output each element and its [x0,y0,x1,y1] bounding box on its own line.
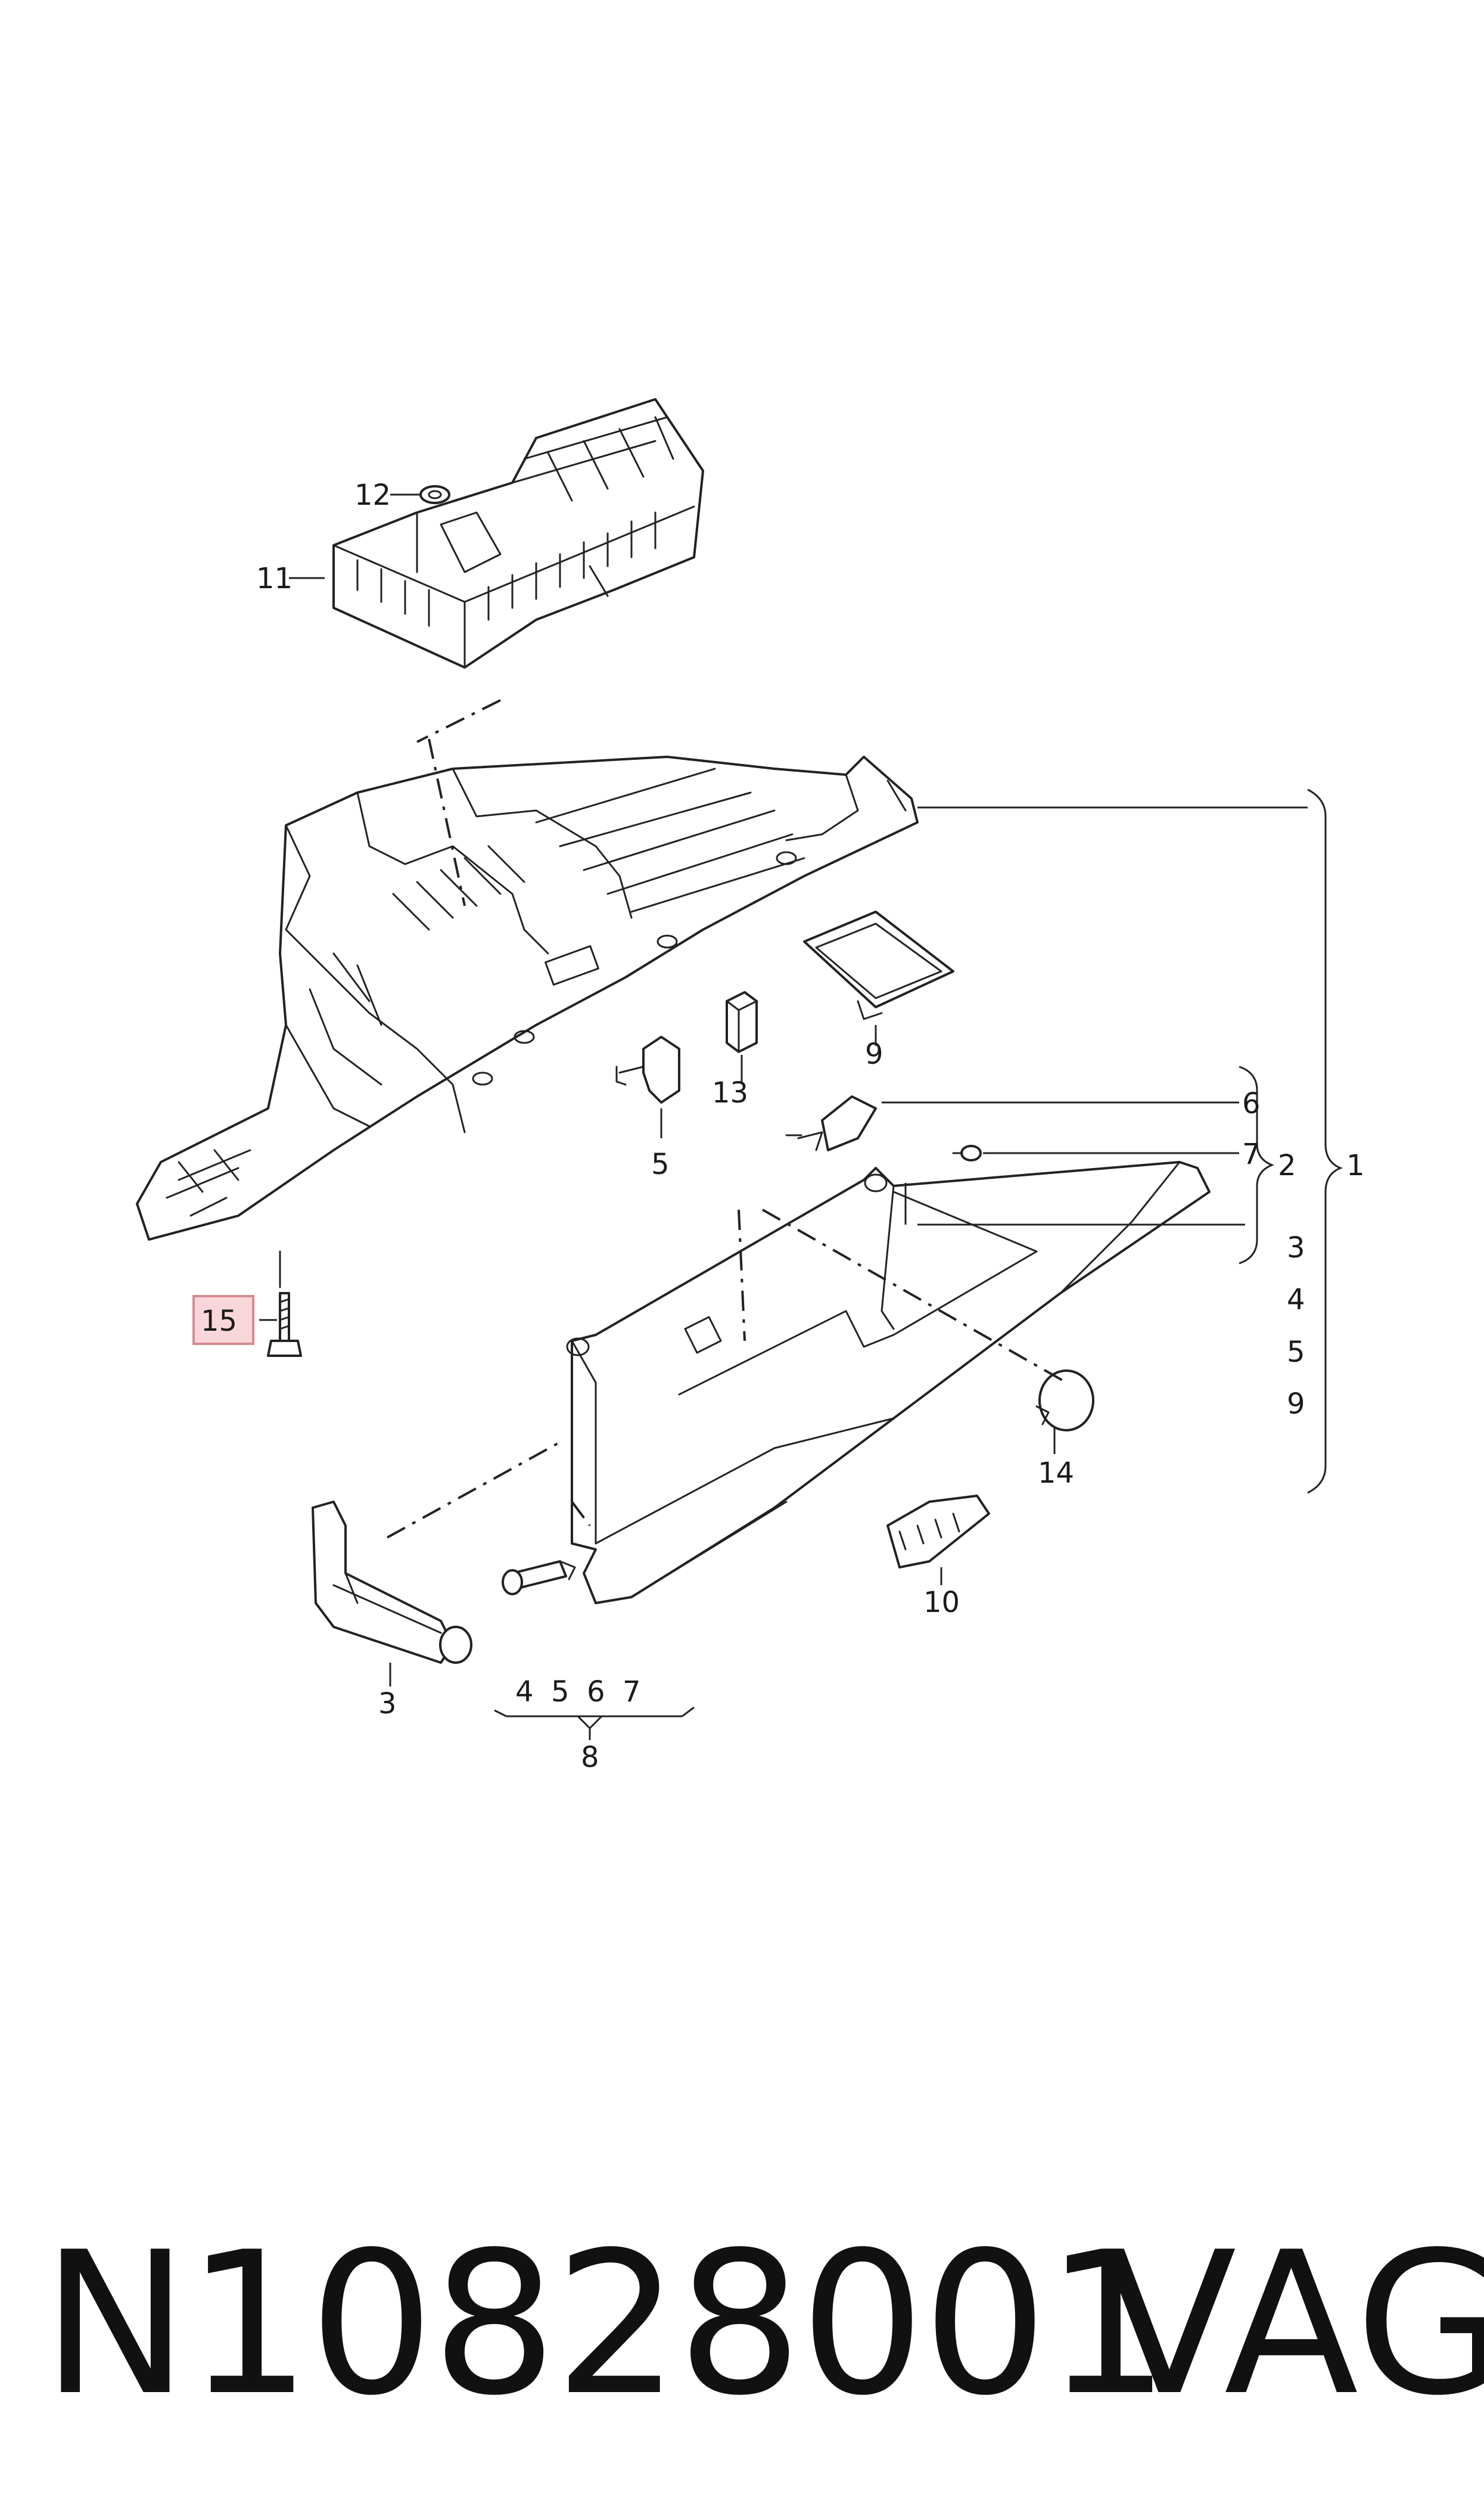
callout-4: 4 [515,1675,534,1709]
part-4-pin [502,1560,576,1595]
part-7-pin [952,1145,982,1161]
callout-9: 9 [865,1038,883,1071]
callout-1: 1 [1346,1149,1365,1182]
callout-5-group: 5 [551,1675,570,1709]
callout-7: 7 [1242,1138,1261,1171]
callout-8: 8 [581,1741,599,1774]
part-14-cap [1035,1369,1094,1431]
highlight-box-15 [192,1295,254,1345]
callout-4-bracket: 4 [1287,1283,1305,1316]
callout-6-group: 6 [587,1675,605,1709]
leader-lines [259,493,1308,1740]
callout-13: 13 [712,1076,748,1110]
callout-10: 10 [923,1586,960,1619]
callout-15: 15 [201,1304,237,1338]
callout-9-bracket: 9 [1287,1387,1305,1421]
part-12-clip [419,485,450,504]
callout-5-bracket: 5 [1287,1335,1305,1369]
part-9-plate [803,911,954,1020]
callout-3: 3 [378,1687,397,1720]
callout-3-bracket: 3 [1287,1231,1305,1265]
callout-12: 12 [354,479,391,512]
part-5-bracket [615,1036,680,1104]
part-3-damper [312,1501,472,1664]
part-13-block [726,991,758,1053]
part-2-glovebox-lid [566,1161,1211,1604]
part-1-carrier [136,756,919,1241]
assembly-lines [279,699,1067,1539]
bracket-2 [1239,1066,1275,1265]
bracket-1 [1307,788,1343,1494]
part-11-tray-insert [332,398,704,669]
part-number: N10828001 [42,2210,1171,2439]
callout-14: 14 [1038,1456,1074,1490]
callout-5: 5 [651,1148,670,1181]
part-6-latch [785,1095,877,1151]
callout-2: 2 [1278,1149,1296,1182]
callout-7-group: 7 [623,1675,641,1709]
callout-6: 6 [1242,1087,1261,1120]
brand-name: VAG [1102,2210,1484,2439]
part-15-bolt [267,1292,302,1357]
callout-labels: 12 11 9 13 5 6 7 2 1 3 4 5 9 14 10 3 4 5… [201,479,1365,1774]
callout-11: 11 [256,562,293,595]
part-10-handle [886,1495,990,1568]
